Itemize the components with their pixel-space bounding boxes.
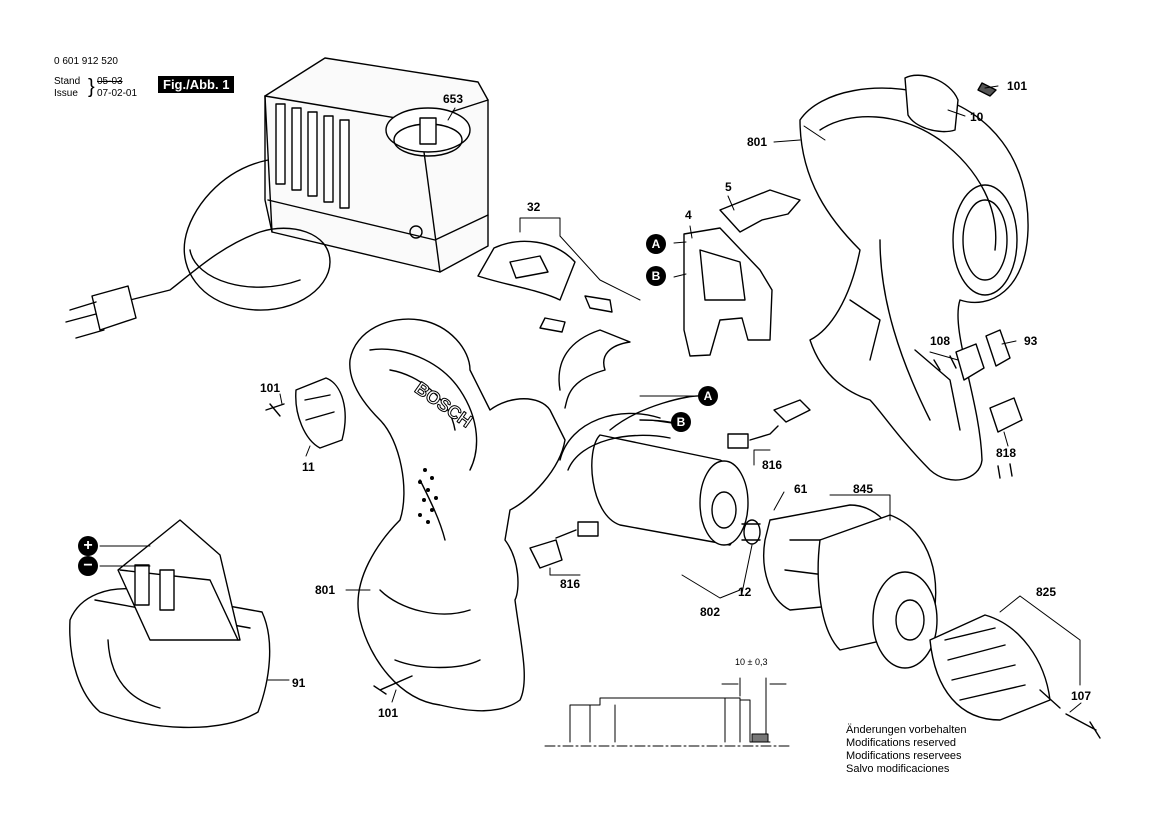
part-label-845: 845 [853, 482, 874, 496]
battery-pack-drawing [69, 519, 271, 729]
part-number: 0 601 912 520 [54, 56, 118, 67]
clutch-ring-drawing [817, 514, 938, 669]
pinion-drawing [741, 519, 761, 545]
part-label-4: 4 [685, 208, 692, 222]
part-label-32: 32 [527, 200, 541, 214]
part-label-101: 101 [1007, 79, 1028, 93]
cap-drawing [295, 377, 346, 449]
stand-label: Stand [54, 76, 81, 87]
switch-drawing [683, 189, 801, 357]
brush-holder-right-drawing [727, 399, 811, 449]
marker-a-motor: A [698, 386, 718, 406]
part-label-12: 12 [738, 585, 752, 599]
part-label-802: 802 [700, 605, 721, 619]
part-label-11: 11 [302, 460, 315, 474]
figure-label: Fig./Abb. 1 [158, 76, 235, 93]
plus-terminal-marker: + [78, 536, 98, 556]
housing-half-left-drawing: BOSCH [349, 318, 566, 712]
drill-chuck-drawing [929, 614, 1061, 721]
part-label-91: 91 [292, 676, 306, 690]
part-label-801-left: 801 [315, 583, 336, 597]
screw-left-drawing [265, 403, 285, 417]
note-de: Änderungen vorbehalten [846, 724, 967, 736]
housing-half-right-drawing [799, 74, 1029, 481]
part-label-801: 801 [747, 135, 768, 149]
note-fr: Modifications reservees [846, 750, 962, 762]
part-label-108: 108 [930, 334, 951, 348]
charger-drawing [264, 57, 489, 273]
marker-a-switch: A [646, 234, 666, 254]
note-en: Modifications reserved [846, 737, 957, 749]
motor-drawing [559, 395, 749, 546]
stand-value: 05-03 [97, 76, 123, 87]
part-label-816-left: 816 [560, 577, 581, 591]
leader-lines [99, 85, 1082, 713]
part-label-101-bottom: 101 [378, 706, 399, 720]
marker-b-motor: B [671, 412, 691, 432]
part-label-825: 825 [1036, 585, 1057, 599]
part-label-653: 653 [443, 92, 464, 106]
issue-label: Issue [54, 88, 78, 99]
brush-holder-left-drawing [529, 521, 599, 569]
dimension-label: 10 ± 0,3 [735, 657, 768, 667]
part-label-107: 107 [1071, 689, 1092, 703]
brace: } [88, 76, 95, 98]
charger-cable [129, 159, 331, 311]
part-label-816-right: 816 [762, 458, 783, 472]
part-label-101-left: 101 [260, 381, 281, 395]
chuck-screw-drawing [1065, 713, 1101, 739]
part-label-10: 10 [970, 110, 984, 124]
issue-value: 07-02-01 [97, 88, 138, 99]
switch-cover-drawing [477, 240, 631, 409]
minus-terminal-marker: − [78, 556, 98, 576]
marker-b-switch: B [646, 266, 666, 286]
cross-section-detail [544, 677, 791, 747]
part-label-818: 818 [996, 446, 1017, 460]
mains-plug [65, 285, 137, 339]
notes-block: Änderungen vorbehalten Modifications res… [846, 724, 966, 776]
note-es: Salvo modificaciones [846, 763, 950, 775]
part-label-61: 61 [794, 482, 808, 496]
screw-bottom-drawing [373, 675, 413, 695]
small-parts-drawing [933, 329, 1023, 479]
part-label-5: 5 [725, 180, 732, 194]
part-label-93: 93 [1024, 334, 1038, 348]
